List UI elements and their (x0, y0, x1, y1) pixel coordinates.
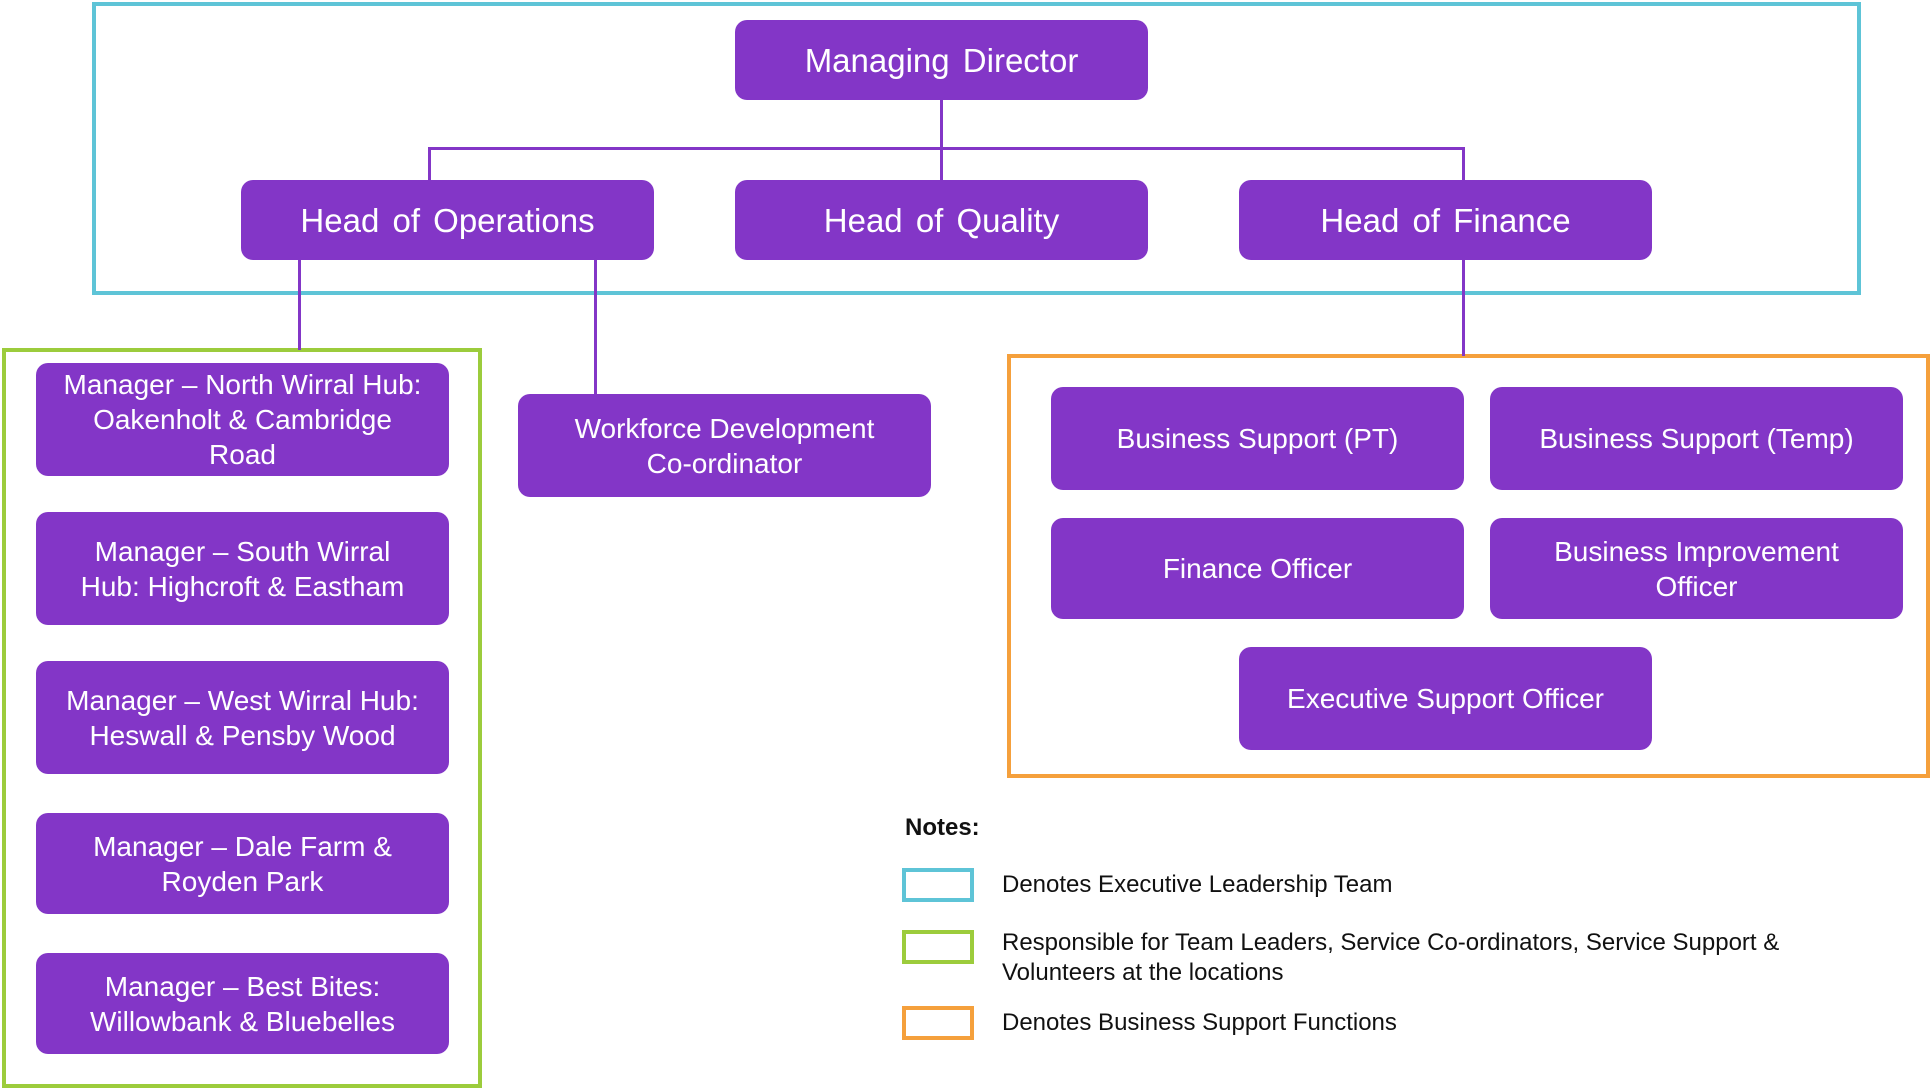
business-support-temp-box: Business Support (Temp) (1490, 387, 1903, 490)
legend-locations-text: Responsible for Team Leaders, Service Co… (1002, 929, 1780, 986)
manager-dale-farm-box: Manager – Dale Farm & Royden Park (36, 813, 449, 914)
head-of-quality-box: Head of Quality (735, 180, 1148, 260)
manager-south-wirral-box: Manager – South Wirral Hub: Highcroft & … (36, 512, 449, 625)
legend-executive-text: Denotes Executive Leadership Team (1002, 871, 1393, 898)
head-of-operations-box: Head of Operations (241, 180, 654, 260)
business-support-frame (1007, 354, 1930, 778)
manager-west-wirral-box: Manager – West Wirral Hub: Heswall & Pen… (36, 661, 449, 774)
executive-leadership-frame (92, 2, 1861, 295)
locations-frame (2, 348, 482, 1088)
managing-director-box: Managing Director (735, 20, 1148, 100)
connector-operations-up (428, 147, 431, 180)
workforce-development-box: Workforce Development Co-ordinator (518, 394, 931, 497)
executive-support-box: Executive Support Officer (1239, 647, 1652, 750)
connector-md-down (940, 100, 943, 180)
connector-operations-to-workforce (594, 260, 597, 395)
notes-title: Notes: (905, 814, 980, 841)
connector-finance-to-support (1462, 260, 1465, 356)
connector-operations-to-managers (298, 260, 301, 350)
legend-executive-swatch (902, 868, 974, 902)
finance-officer-box: Finance Officer (1051, 518, 1464, 619)
connector-finance-up (1462, 147, 1465, 180)
legend-business-support-text: Denotes Business Support Functions (1002, 1009, 1397, 1036)
business-improvement-box: Business Improvement Officer (1490, 518, 1903, 619)
head-of-finance-box: Head of Finance (1239, 180, 1652, 260)
business-support-pt-box: Business Support (PT) (1051, 387, 1464, 490)
connector-heads-bar (428, 147, 1465, 150)
manager-north-wirral-box: Manager – North Wirral Hub: Oakenholt & … (36, 363, 449, 476)
manager-best-bites-box: Manager – Best Bites: Willowbank & Blueb… (36, 953, 449, 1054)
legend-locations-swatch (902, 930, 974, 964)
legend-business-support-swatch (902, 1006, 974, 1040)
